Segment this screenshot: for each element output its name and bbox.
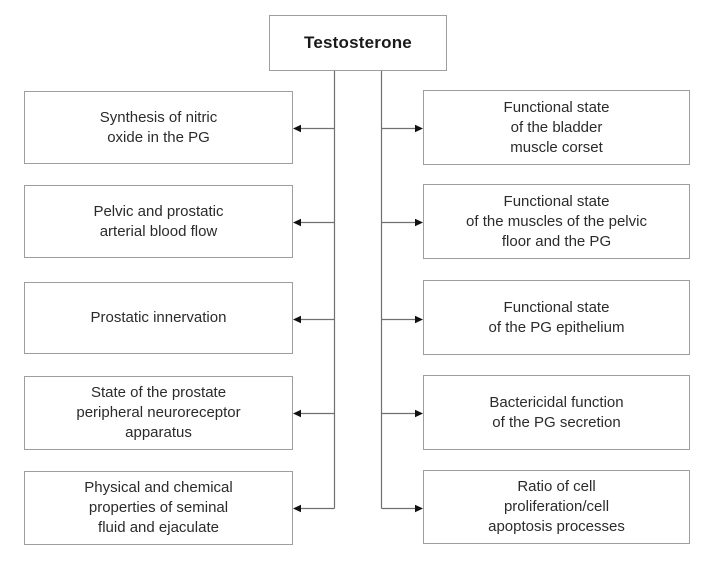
arrowhead-right-5-icon (415, 504, 423, 513)
left-box-seminal-fluid-properties: Physical and chemical properties of semi… (24, 471, 293, 545)
box-label: Pelvic and prostatic arterial blood flow (93, 202, 224, 240)
arrowhead-left-5-icon (293, 504, 301, 513)
box-label: Physical and chemical properties of semi… (84, 479, 233, 536)
root-box-testosterone: Testosterone (269, 15, 447, 71)
right-box-bactericidal-function: Bactericidal function of the PG secretio… (423, 375, 690, 450)
left-box-arterial-blood-flow: Pelvic and prostatic arterial blood flow (24, 185, 293, 258)
arrowhead-left-4-icon (293, 409, 301, 418)
left-box-neuroreceptor-apparatus: State of the prostate peripheral neurore… (24, 376, 293, 450)
box-label: Functional state of the bladder muscle c… (503, 98, 610, 156)
box-label: Functional state of the PG epithelium (488, 298, 625, 336)
box-label: Functional state of the muscles of the p… (466, 192, 647, 250)
box-label: Prostatic innervation (90, 309, 227, 326)
trunk-lines (300, 71, 416, 510)
box-label: State of the prostate peripheral neurore… (76, 384, 241, 441)
box-label: Bactericidal function of the PG secretio… (489, 393, 624, 431)
arrowhead-left-3-icon (293, 315, 301, 324)
right-box-pg-epithelium: Functional state of the PG epithelium (423, 280, 690, 355)
arrowhead-left-2-icon (293, 218, 301, 227)
right-box-cell-proliferation-apoptosis: Ratio of cell proliferation/cell apoptos… (423, 470, 690, 544)
arrowhead-right-2-icon (415, 218, 423, 227)
box-label: Synthesis of nitric oxide in the PG (99, 108, 218, 146)
left-box-prostatic-innervation: Prostatic innervation (24, 282, 293, 354)
right-box-bladder-muscle-corset: Functional state of the bladder muscle c… (423, 90, 690, 165)
root-label: Testosterone (304, 33, 412, 52)
arrowhead-right-4-icon (415, 409, 423, 418)
left-box-nitric-oxide-synthesis: Synthesis of nitric oxide in the PG (24, 91, 293, 164)
arrowheads (293, 124, 423, 513)
arrowhead-right-1-icon (415, 124, 423, 133)
arrowhead-right-3-icon (415, 315, 423, 324)
right-box-pelvic-floor-muscles: Functional state of the muscles of the p… (423, 184, 690, 259)
box-label: Ratio of cell proliferation/cell apoptos… (488, 478, 625, 535)
arrowhead-left-1-icon (293, 124, 301, 133)
